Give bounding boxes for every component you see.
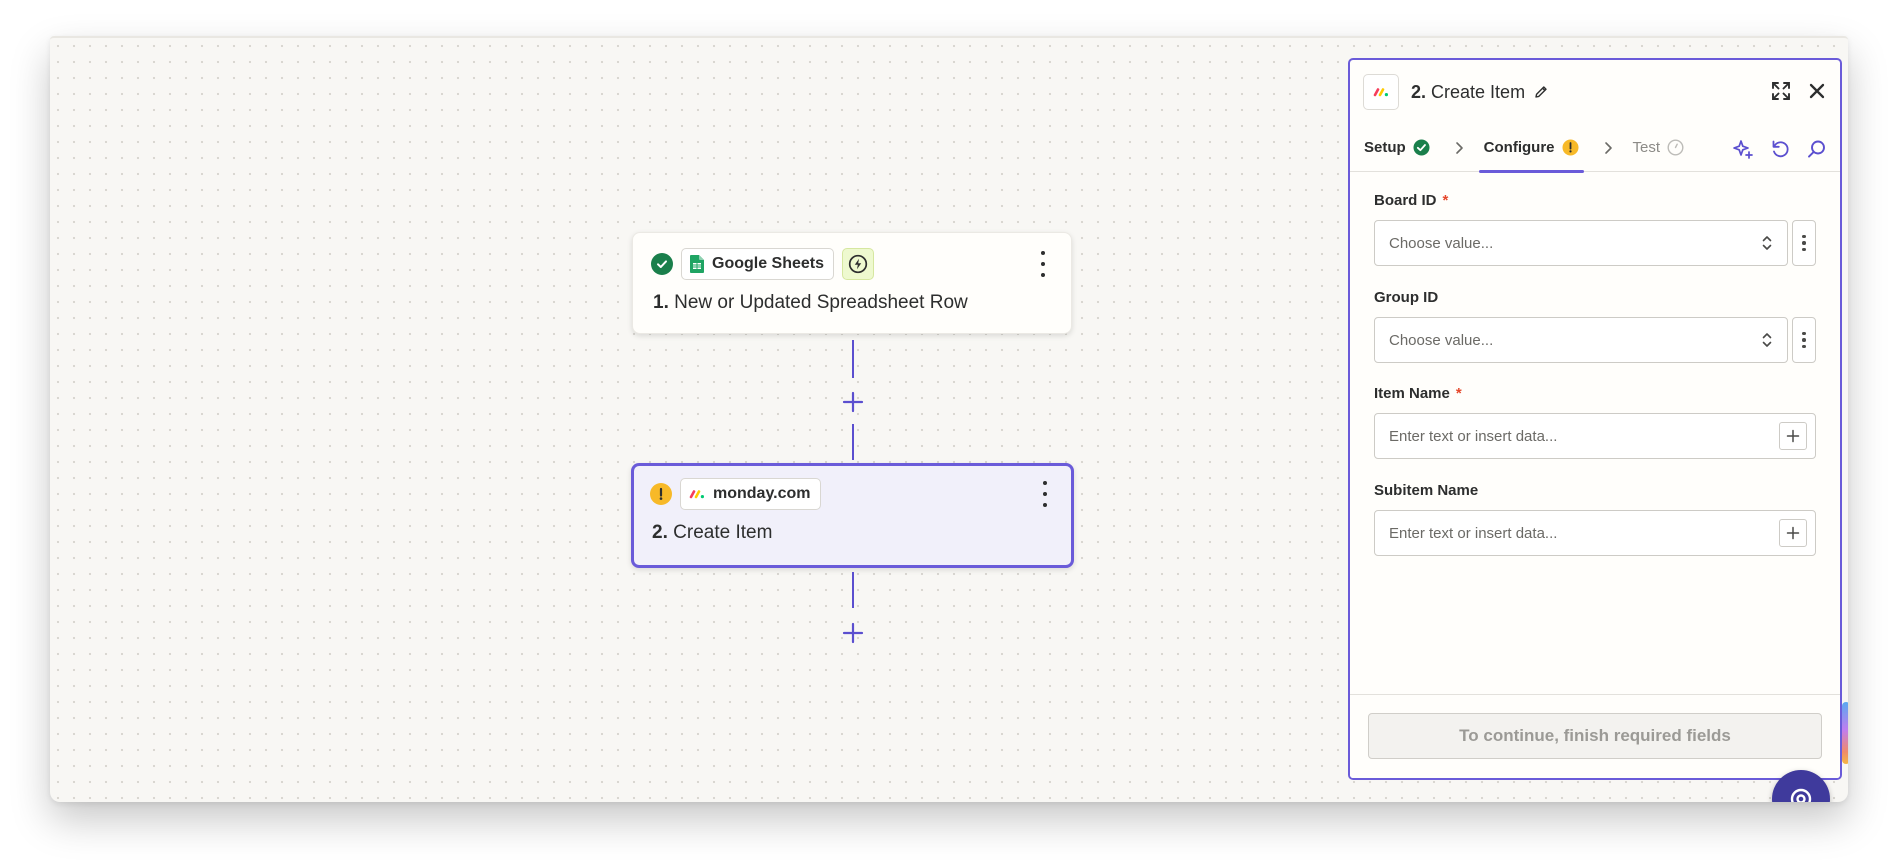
panel-tabs: Setup Configure Test: [1350, 124, 1840, 173]
close-icon[interactable]: [1806, 80, 1828, 102]
panel-step-name: Create Item: [1431, 81, 1526, 102]
plus-icon: [842, 622, 864, 644]
add-step-button[interactable]: [840, 389, 866, 415]
subitem-name-placeholder: Enter text or insert data...: [1389, 524, 1558, 542]
subitem-name-label-text: Subitem Name: [1374, 481, 1479, 499]
trigger-step-card[interactable]: Google Sheets 1. New or Updated Spreadsh…: [632, 232, 1072, 334]
help-icon: [1787, 785, 1815, 802]
item-name-label-text: Item Name: [1374, 384, 1450, 402]
panel-tools: [1732, 138, 1828, 160]
action-app-name: monday.com: [713, 485, 811, 502]
subitem-name-input[interactable]: Enter text or insert data...: [1374, 510, 1816, 556]
warning-icon: [650, 483, 672, 505]
tab-test-label: Test: [1632, 139, 1661, 156]
search-icon[interactable]: [1806, 138, 1828, 160]
item-name-field: Item Name * Enter text or insert data...: [1374, 383, 1816, 459]
board-id-placeholder: Choose value...: [1389, 234, 1494, 252]
board-id-label-text: Board ID: [1374, 191, 1437, 209]
trigger-app-name: Google Sheets: [712, 255, 825, 272]
app-window: Google Sheets 1. New or Updated Spreadsh…: [50, 36, 1848, 802]
sparkle-icon[interactable]: [1732, 138, 1754, 160]
chevron-right-icon: [1603, 141, 1613, 155]
board-id-label: Board ID *: [1374, 190, 1816, 210]
tab-setup[interactable]: Setup: [1364, 124, 1430, 172]
connector-line: [852, 340, 854, 378]
subitem-name-label: Subitem Name: [1374, 480, 1816, 500]
monday-icon: [1373, 86, 1389, 98]
trigger-step-header: Google Sheets: [651, 247, 875, 281]
tab-configure[interactable]: Configure: [1478, 124, 1584, 173]
board-id-select-row: Choose value...: [1374, 220, 1816, 266]
board-id-options-button[interactable]: [1792, 220, 1816, 266]
pencil-icon[interactable]: [1533, 84, 1549, 100]
group-id-options-button[interactable]: [1792, 317, 1816, 363]
panel-title: 2. Create Item: [1411, 82, 1525, 103]
item-name-input[interactable]: Enter text or insert data...: [1374, 413, 1816, 459]
chevron-up-down-icon: [1761, 234, 1773, 252]
google-sheets-icon: [690, 255, 704, 273]
group-id-label: Group ID: [1374, 287, 1816, 307]
connector-line: [852, 572, 854, 608]
bolt-icon: [848, 254, 868, 274]
expand-icon[interactable]: [1770, 80, 1792, 102]
action-step-menu-icon[interactable]: [1039, 481, 1051, 507]
plus-icon: [1786, 526, 1800, 540]
group-id-select-row: Choose value...: [1374, 317, 1816, 363]
trigger-app-chip[interactable]: Google Sheets: [681, 248, 835, 280]
step-editor-panel: 2. Create Item Setup: [1348, 58, 1842, 780]
group-id-select[interactable]: Choose value...: [1374, 317, 1788, 363]
item-name-label: Item Name *: [1374, 383, 1816, 403]
action-step-card[interactable]: monday.com 2. Create Item: [631, 463, 1074, 568]
tab-test[interactable]: Test: [1633, 124, 1685, 172]
trigger-step-number: 1.: [653, 292, 669, 313]
action-step-number: 2.: [652, 522, 668, 543]
panel-step-number: 2.: [1411, 81, 1427, 102]
group-id-placeholder: Choose value...: [1389, 331, 1494, 349]
group-id-label-text: Group ID: [1374, 288, 1439, 306]
tab-configure-label: Configure: [1483, 139, 1555, 156]
insert-data-button[interactable]: [1779, 422, 1807, 450]
scroll-indicator[interactable]: [1842, 702, 1848, 764]
check-icon: [651, 253, 673, 275]
action-step-header: monday.com: [650, 477, 821, 511]
connector-line: [852, 424, 854, 460]
instant-trigger-badge: [842, 248, 875, 280]
check-icon: [1413, 139, 1430, 156]
item-name-placeholder: Enter text or insert data...: [1389, 427, 1558, 445]
chevron-right-icon: [1454, 141, 1464, 155]
action-step-name: Create Item: [673, 522, 773, 543]
chevron-up-down-icon: [1761, 331, 1773, 349]
required-marker: *: [1455, 384, 1462, 402]
group-id-field: Group ID Choose value...: [1374, 287, 1816, 363]
panel-app-icon: [1363, 74, 1399, 110]
monday-icon: [689, 488, 705, 500]
insert-data-button[interactable]: [1779, 519, 1807, 547]
undo-icon[interactable]: [1769, 138, 1791, 160]
trigger-step-name: New or Updated Spreadsheet Row: [674, 292, 968, 313]
action-step-title: 2. Create Item: [652, 522, 772, 544]
panel-footer: To continue, finish required fields: [1350, 694, 1840, 778]
panel-header-actions: [1770, 80, 1828, 102]
panel-header: 2. Create Item: [1350, 60, 1840, 124]
trigger-step-menu-icon[interactable]: [1037, 251, 1049, 277]
add-step-button[interactable]: [840, 620, 866, 646]
pending-icon: [1667, 139, 1684, 156]
trigger-step-title: 1. New or Updated Spreadsheet Row: [653, 292, 968, 314]
warning-icon: [1562, 139, 1579, 156]
board-id-select[interactable]: Choose value...: [1374, 220, 1788, 266]
tab-setup-label: Setup: [1364, 139, 1406, 156]
required-marker: *: [1442, 191, 1449, 209]
plus-icon: [842, 391, 864, 413]
plus-icon: [1786, 429, 1800, 443]
continue-button[interactable]: To continue, finish required fields: [1368, 713, 1822, 759]
subitem-name-field: Subitem Name Enter text or insert data..…: [1374, 480, 1816, 556]
board-id-field: Board ID * Choose value...: [1374, 190, 1816, 266]
action-app-chip[interactable]: monday.com: [680, 478, 821, 510]
